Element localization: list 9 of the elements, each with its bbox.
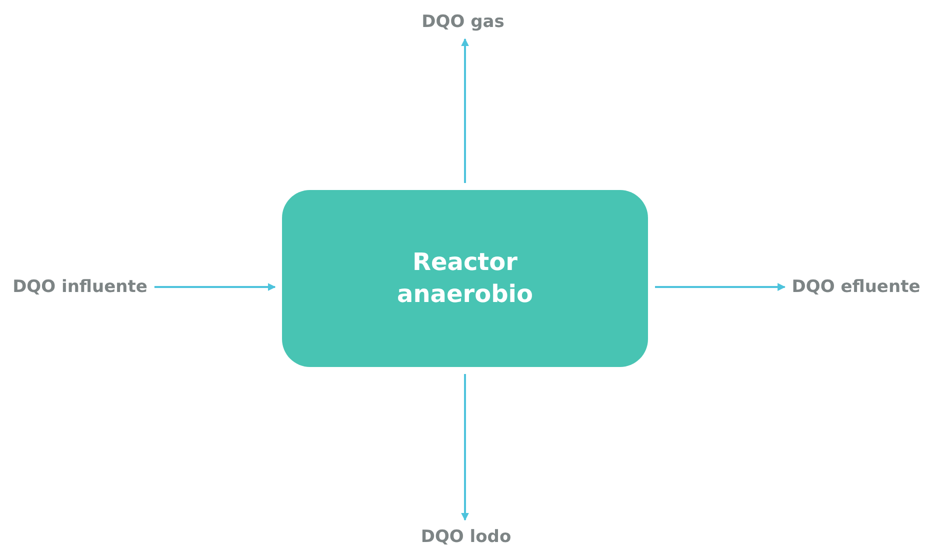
flow-label: DQO gas	[422, 12, 504, 32]
arrow	[154, 283, 276, 291]
flow-label: DQO efluente	[792, 277, 920, 297]
reactor-box: Reactor anaerobio	[282, 190, 648, 367]
arrow	[461, 38, 469, 183]
arrow	[461, 374, 469, 521]
arrow	[655, 283, 786, 291]
flow-label: DQO lodo	[420, 527, 512, 547]
flow-label: DQO influente	[12, 277, 148, 297]
